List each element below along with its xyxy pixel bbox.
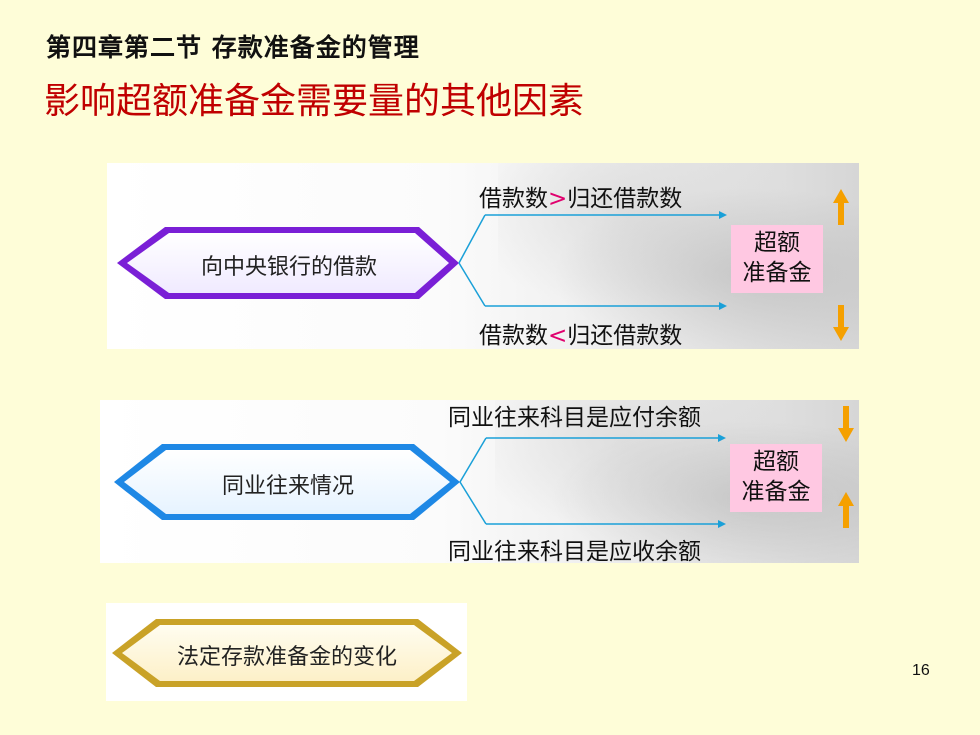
slide-title: 影响超额准备金需要量的其他因素 [44,81,585,122]
hexagon-inner-fill [127,233,449,293]
factor-panel-interbank-dealings: 同业往来情况 同业往来科目是应付余额 同业往来科目是应收余额 超额 准备金 [100,400,859,563]
down-arrow-icon [833,305,849,341]
result-line-2: 准备金 [742,260,812,286]
factor-hexagon-interbank-dealings [114,444,460,520]
condition-right-term: 归还借款数 [567,323,683,349]
up-arrow-icon [838,492,854,528]
factor-hexagon-statutory-reserve [112,619,462,687]
hexagon-inner-fill [124,450,450,514]
lower-branch-condition: 借款数<归还借款数 [479,316,682,349]
factor-hexagon-central-bank-borrowing [117,227,459,299]
factor-label: 同业往来情况 [221,474,354,499]
factor-label: 向中央银行的借款 [200,255,377,280]
up-arrow-icon [833,189,849,225]
greater-than-operator: > [548,186,568,212]
condition-left-term: 借款数 [479,186,548,212]
page-number: 16 [912,662,930,679]
factor-panel-central-bank-borrowing: 向中央银行的借款 借款数>归还借款数 借款数<归还借款数 超额 准备金 [107,163,859,349]
condition-right-term: 归还借款数 [567,186,683,212]
factor-panel-statutory-reserve: 法定存款准备金的变化 [106,603,467,701]
down-arrow-icon [838,406,854,442]
branch-connector-lines [459,434,726,528]
result-line-2: 准备金 [741,479,811,505]
upper-branch-condition: 借款数>归还借款数 [479,179,682,213]
excess-reserve-result-box: 超额 准备金 [731,225,823,293]
lower-branch-condition: 同业往来科目是应收余额 [448,539,701,563]
chapter-title: 第四章第二节 存款准备金的管理 [46,33,420,62]
excess-reserve-result-box: 超额 准备金 [730,444,822,512]
factor-label: 法定存款准备金的变化 [176,645,397,670]
result-line-1: 超额 [754,230,800,256]
upper-branch-condition: 同业往来科目是应付余额 [448,405,701,431]
hexagon-inner-fill [122,625,452,681]
condition-left-term: 借款数 [479,323,548,349]
result-line-1: 超额 [753,449,799,475]
less-than-operator: < [548,323,568,349]
branch-connector-lines [458,211,727,310]
